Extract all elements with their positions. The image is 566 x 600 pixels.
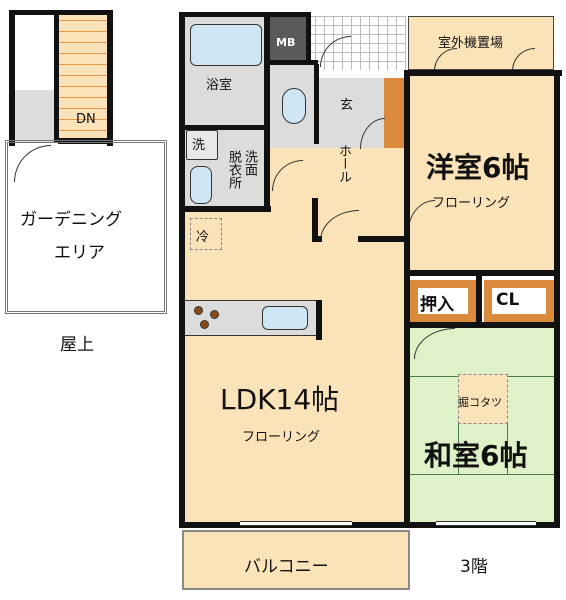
washer-pan	[186, 130, 218, 160]
garden-label-line1: ガーデニング	[20, 210, 122, 230]
stair-treads	[58, 14, 112, 142]
japanese-window	[436, 521, 536, 526]
stair-dn-label: DN	[76, 112, 96, 127]
washer-label: 洗	[192, 138, 206, 153]
stove-burner	[194, 306, 203, 315]
hall-label: ホール	[336, 144, 351, 183]
garden-area	[5, 140, 167, 314]
western-floor-label: フローリング	[432, 196, 511, 211]
ldk-floor	[184, 210, 408, 526]
balcony-label: バルコニー	[244, 557, 329, 577]
mb-label: MB	[276, 36, 296, 49]
balcony-floor	[182, 530, 410, 590]
outdoor-unit-label: 室外機置場	[438, 36, 504, 51]
kitchen-sink	[262, 306, 308, 330]
western-room-floor	[408, 76, 554, 272]
landing-floor	[14, 90, 58, 142]
bathtub	[190, 24, 262, 66]
kotatsu-box	[458, 374, 508, 424]
washbasin	[190, 166, 212, 204]
closet-label: CL	[496, 290, 520, 310]
shoe-closet	[384, 78, 406, 148]
rooftop-label: 屋上	[60, 335, 94, 355]
toilet	[282, 88, 306, 124]
dressing-label-2: 脱衣所	[226, 150, 241, 189]
japanese-room-floor	[410, 328, 554, 522]
western-room-label: 洋室6帖	[426, 151, 530, 184]
balcony-sash	[240, 521, 352, 526]
bath-label: 浴室	[206, 78, 233, 93]
dressing-label-1: 洗面	[242, 150, 257, 176]
stove-burner	[210, 310, 219, 319]
garden-label-line2: エリア	[54, 243, 105, 263]
kotatsu-label: 掘コタツ	[458, 396, 502, 409]
entrance-label: 玄	[340, 98, 354, 113]
ldk-label: LDK14帖	[220, 383, 340, 416]
oshiire-label: 押入	[420, 295, 454, 315]
fridge-space	[190, 218, 222, 250]
ldk-floor-label: フローリング	[242, 430, 321, 445]
fridge-label: 冷	[196, 230, 210, 245]
japanese-room-label: 和室6帖	[424, 439, 528, 472]
mb-closet	[270, 16, 306, 64]
stove-burner	[200, 320, 209, 329]
floor-level-label: 3階	[460, 557, 488, 577]
